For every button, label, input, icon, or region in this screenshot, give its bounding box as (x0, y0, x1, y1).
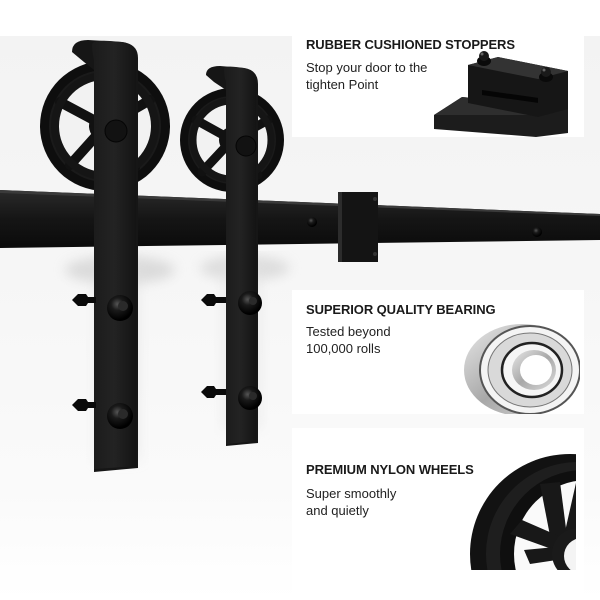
stopper-icon (432, 47, 572, 137)
feature-description: Stop your door to the tighten Point (306, 60, 428, 92)
bearing-icon (460, 320, 580, 414)
nylon-wheel-icon (470, 454, 578, 572)
feature-panel-bearing: SUPERIOR QUALITY BEARING Tested beyond 1… (292, 290, 584, 414)
hanger-strap-left (72, 40, 138, 472)
track-rail (0, 190, 600, 248)
feature-panel-nylon-wheels: PREMIUM NYLON WHEELS Super smoothly and … (292, 428, 584, 600)
hanger-strap-right (201, 66, 262, 446)
feature-title: SUPERIOR QUALITY BEARING (306, 302, 496, 317)
feature-title: RUBBER CUSHIONED STOPPERS (306, 37, 515, 52)
feature-panel-stoppers: RUBBER CUSHIONED STOPPERS Stop your door… (292, 22, 584, 137)
feature-description: Super smoothly and quietly (306, 486, 397, 518)
feature-title: PREMIUM NYLON WHEELS (306, 462, 474, 477)
feature-description: Tested beyond 100,000 rolls (306, 324, 391, 356)
